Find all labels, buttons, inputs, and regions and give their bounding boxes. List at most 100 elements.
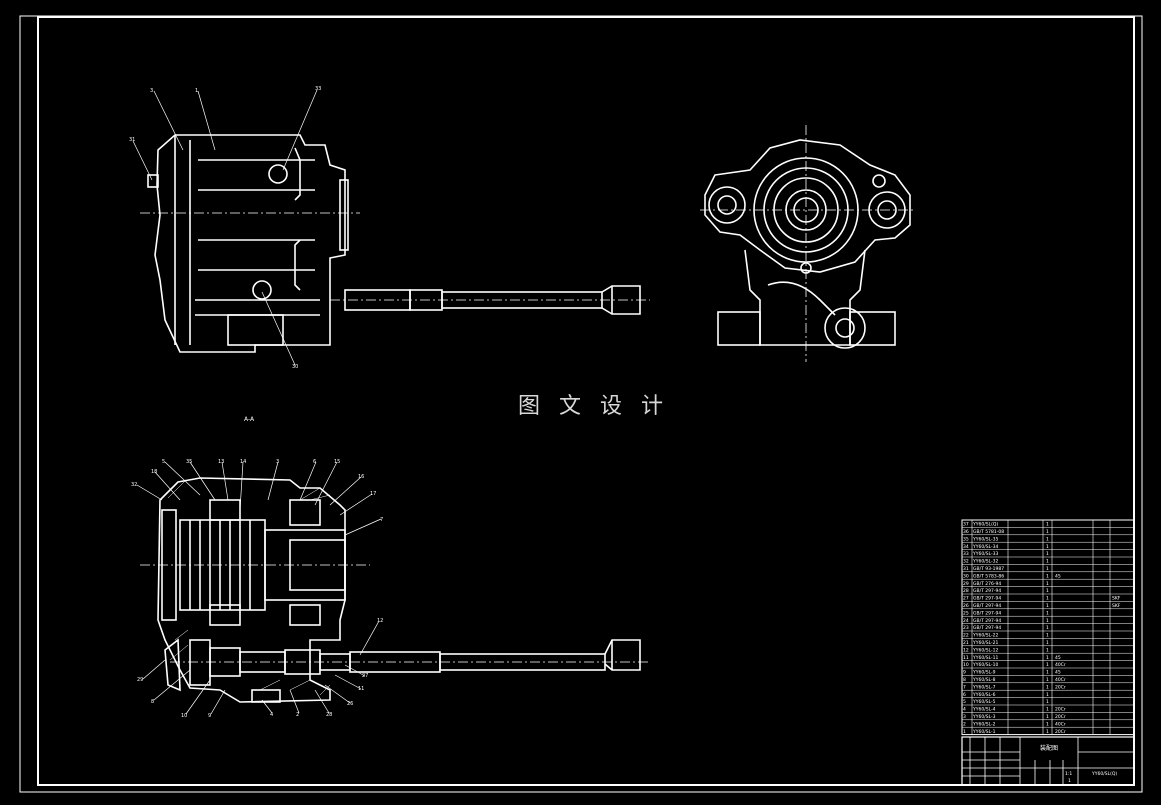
inner-border: [37, 16, 1135, 786]
parts-list-material: 40Cr: [1055, 721, 1066, 727]
parts-list-material: 40Cr: [1055, 677, 1066, 683]
parts-list-qty: 1: [1046, 618, 1049, 624]
svg-text:11: 11: [358, 686, 364, 692]
svg-text:18: 18: [151, 469, 157, 475]
parts-list-material: 45: [1055, 655, 1061, 661]
parts-list-no: 2: [963, 721, 966, 727]
parts-list-no: 35: [963, 536, 969, 542]
svg-text:7: 7: [380, 517, 383, 523]
parts-list-qty: 1: [1046, 581, 1049, 587]
parts-list-code: GB/T 297-94: [973, 625, 1001, 631]
callout-1-top: 1: [195, 88, 198, 94]
parts-list-code: YY60/SL-1: [972, 729, 996, 735]
parts-list-code: GB/T 5783-86: [973, 573, 1004, 579]
parts-list-code: GB/T 297-94: [973, 588, 1001, 594]
parts-list-code: YY60/SL-12: [972, 647, 999, 653]
parts-list-qty: 1: [1046, 677, 1049, 683]
parts-list-code: YY60/SL-6: [972, 692, 996, 698]
parts-list-code: YY60/SL-3: [972, 714, 996, 720]
parts-list-no: 6: [963, 692, 966, 698]
parts-list-no: 24: [963, 618, 969, 624]
parts-list-no: 3: [963, 714, 966, 720]
parts-list-material: 20Cr: [1055, 714, 1066, 720]
parts-list-qty: 1: [1046, 551, 1049, 557]
parts-list-code: YY60/SL(Q): [972, 522, 998, 528]
title-block: [961, 736, 1135, 786]
parts-list-code: YY60/SL-5: [972, 699, 996, 705]
parts-list-no: 21: [963, 640, 969, 646]
title-block-drawing-no: YY60/SL(Q): [1091, 771, 1117, 777]
section-view: [140, 477, 650, 703]
svg-text:17: 17: [370, 491, 376, 497]
parts-list-no: 12: [963, 647, 969, 653]
parts-list-material: 20Cr: [1055, 684, 1066, 690]
parts-list-qty: 1: [1046, 522, 1049, 528]
parts-list-material: 45: [1055, 670, 1061, 676]
parts-list-code: YY60/SL-2: [972, 721, 996, 727]
parts-list-no: 28: [963, 588, 969, 594]
svg-text:12: 12: [377, 618, 383, 624]
parts-list-qty: 1: [1046, 640, 1049, 646]
section-hatching: [161, 479, 331, 696]
parts-list-no: 33: [963, 551, 969, 557]
parts-list-no: 34: [963, 544, 969, 550]
parts-list-qty: 1: [1046, 714, 1049, 720]
svg-text:15: 15: [334, 459, 340, 465]
parts-list-code: YY60/SL-22: [972, 633, 999, 639]
parts-list-qty: 1: [1046, 729, 1049, 735]
side-view: [700, 125, 915, 362]
svg-text:29: 29: [137, 677, 143, 683]
parts-list-qty: 1: [1046, 707, 1049, 713]
svg-text:6: 6: [313, 459, 316, 465]
parts-list-no: 4: [963, 707, 966, 713]
parts-list-qty: 1: [1046, 721, 1049, 727]
svg-text:28: 28: [326, 712, 332, 718]
svg-text:2: 2: [296, 712, 299, 718]
parts-list-code: GB/T 297-94: [973, 618, 1001, 624]
parts-list-code: YY60/SL-8: [972, 677, 996, 683]
parts-list-no: 25: [963, 610, 969, 616]
svg-text:13: 13: [218, 459, 224, 465]
parts-list-qty: 1: [1046, 536, 1049, 542]
parts-list-qty: 1: [1046, 699, 1049, 705]
parts-list-no: 22: [963, 633, 969, 639]
svg-text:4: 4: [270, 712, 273, 718]
parts-list-code: YY60/SL-11: [972, 655, 999, 661]
callout-30-top: 30: [292, 364, 298, 370]
parts-list-qty: 1: [1046, 655, 1049, 661]
svg-text:5: 5: [162, 459, 165, 465]
parts-list-qty: 1: [1046, 670, 1049, 676]
svg-text:27: 27: [362, 673, 368, 679]
parts-list-code: GB/T 276-94: [973, 581, 1001, 587]
parts-list-material: 20Cr: [1055, 729, 1066, 735]
parts-list-no: 23: [963, 625, 969, 631]
parts-list-no: 1: [963, 729, 966, 735]
parts-list-code: GB/T 93-1987: [973, 566, 1004, 572]
parts-list-qty: 1: [1046, 610, 1049, 616]
parts-list-qty: 1: [1046, 662, 1049, 668]
svg-text:32: 32: [131, 482, 137, 488]
parts-list-no: 10: [963, 662, 969, 668]
svg-text:8: 8: [151, 699, 154, 705]
parts-list-no: 26: [963, 603, 969, 609]
parts-list-code: YY60/SL-7: [972, 684, 996, 690]
parts-list-qty: 1: [1046, 559, 1049, 565]
parts-list-no: 9: [963, 670, 966, 676]
parts-list-qty: 1: [1046, 684, 1049, 690]
callout-31-top: 31: [129, 137, 135, 143]
section-leaders: [136, 461, 382, 715]
parts-list-qty: 1: [1046, 544, 1049, 550]
parts-list-material: 20Cr: [1055, 707, 1066, 713]
parts-list-no: 36: [963, 529, 969, 535]
parts-list-code: GB/T 297-94: [973, 596, 1001, 602]
callout-3-top: 3: [150, 88, 153, 94]
svg-text:35: 35: [186, 459, 192, 465]
parts-list-qty: 1: [1046, 566, 1049, 572]
parts-list-no: 7: [963, 684, 966, 690]
parts-list-code: YY60/SL-34: [972, 544, 999, 550]
parts-list-code: YY60/SL-35: [972, 536, 999, 542]
parts-list-qty: 1: [1046, 596, 1049, 602]
parts-list-qty: 1: [1046, 573, 1049, 579]
svg-text:3: 3: [276, 459, 279, 465]
